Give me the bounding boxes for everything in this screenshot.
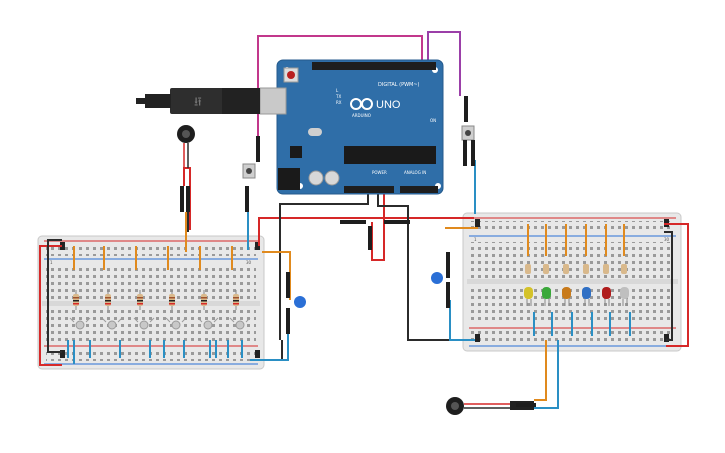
crystal-oscillator xyxy=(308,128,322,136)
sensor-left-3 xyxy=(133,317,155,330)
left-resistors[interactable] xyxy=(73,290,239,310)
arduino-brand-text: ARDUINO xyxy=(352,113,371,118)
pushbutton-left[interactable] xyxy=(242,163,256,179)
sensor-left-4 xyxy=(165,317,187,330)
sensor-left-2 xyxy=(101,317,123,330)
buzzer-left[interactable] xyxy=(177,125,195,168)
usb-icon: ⭿ xyxy=(194,95,202,109)
analog-header[interactable] xyxy=(400,186,438,193)
resistor-left-5 xyxy=(201,290,207,310)
pushbutton-right[interactable] xyxy=(461,125,475,141)
breadboard-right-row-1: 1 xyxy=(474,237,477,242)
capacitor-1 xyxy=(308,170,324,186)
atmega-chip xyxy=(344,146,436,164)
left-sensors[interactable] xyxy=(69,317,251,330)
arduino-uno-board[interactable]: DIGITAL (PWM~) UNO ARDUINO TX RX L ON PO… xyxy=(276,59,444,195)
arduino-logo-icon xyxy=(350,98,373,110)
uno-logo-text: UNO xyxy=(376,99,401,111)
led-2[interactable] xyxy=(542,287,551,306)
led-5[interactable] xyxy=(602,287,611,306)
led-6[interactable] xyxy=(620,287,629,306)
right-resistors[interactable] xyxy=(525,264,627,274)
tx-label: TX xyxy=(335,94,341,99)
power-jack[interactable] xyxy=(278,168,300,190)
capacitor-2 xyxy=(324,170,340,186)
power-header[interactable] xyxy=(344,186,394,193)
breadboard-right[interactable]: 1 30 xyxy=(462,212,682,352)
digital-pwm-label: DIGITAL (PWM~) xyxy=(378,82,420,88)
left-orange-jumpers[interactable] xyxy=(73,238,233,270)
blue-wires[interactable] xyxy=(73,160,559,409)
sensor-left-6 xyxy=(229,317,251,330)
resistor-left-6 xyxy=(233,290,239,310)
led-row[interactable] xyxy=(524,287,629,306)
power-wires[interactable] xyxy=(39,167,689,366)
potentiometer-right[interactable] xyxy=(431,272,443,284)
on-label: ON xyxy=(430,118,436,123)
usb-connector[interactable]: ⭿ xyxy=(136,87,287,115)
l-label: L xyxy=(336,88,339,93)
left-jumper-ends xyxy=(60,242,260,358)
jumper-connectors xyxy=(180,96,536,407)
sensor-left-5 xyxy=(197,317,219,330)
left-blue-jumpers[interactable] xyxy=(67,340,243,358)
breadboard-left-row-30: 30 xyxy=(246,260,252,265)
breadboard-left[interactable]: 1 30 xyxy=(37,235,265,370)
right-blue-jumpers[interactable] xyxy=(533,312,631,336)
digital-header[interactable] xyxy=(312,62,436,70)
breadboard-left-row-1: 1 xyxy=(50,260,53,265)
resistor-left-1 xyxy=(73,290,79,310)
resistor-left-2 xyxy=(105,290,111,310)
resistor-left-3 xyxy=(137,290,143,310)
led-3[interactable] xyxy=(562,287,571,306)
sensor-left-1 xyxy=(69,317,91,330)
analog-in-label: ANALOG IN xyxy=(404,170,426,175)
led-4[interactable] xyxy=(582,287,591,306)
resistor-left-4 xyxy=(169,290,175,310)
power-label: POWER xyxy=(372,170,387,175)
potentiometer-left[interactable] xyxy=(294,296,306,308)
led-1[interactable] xyxy=(524,287,533,306)
rx-label: RX xyxy=(336,100,342,105)
usb-chip xyxy=(290,146,302,158)
breadboard-right-row-30: 30 xyxy=(664,237,670,242)
right-orange-jumpers[interactable] xyxy=(527,224,625,256)
